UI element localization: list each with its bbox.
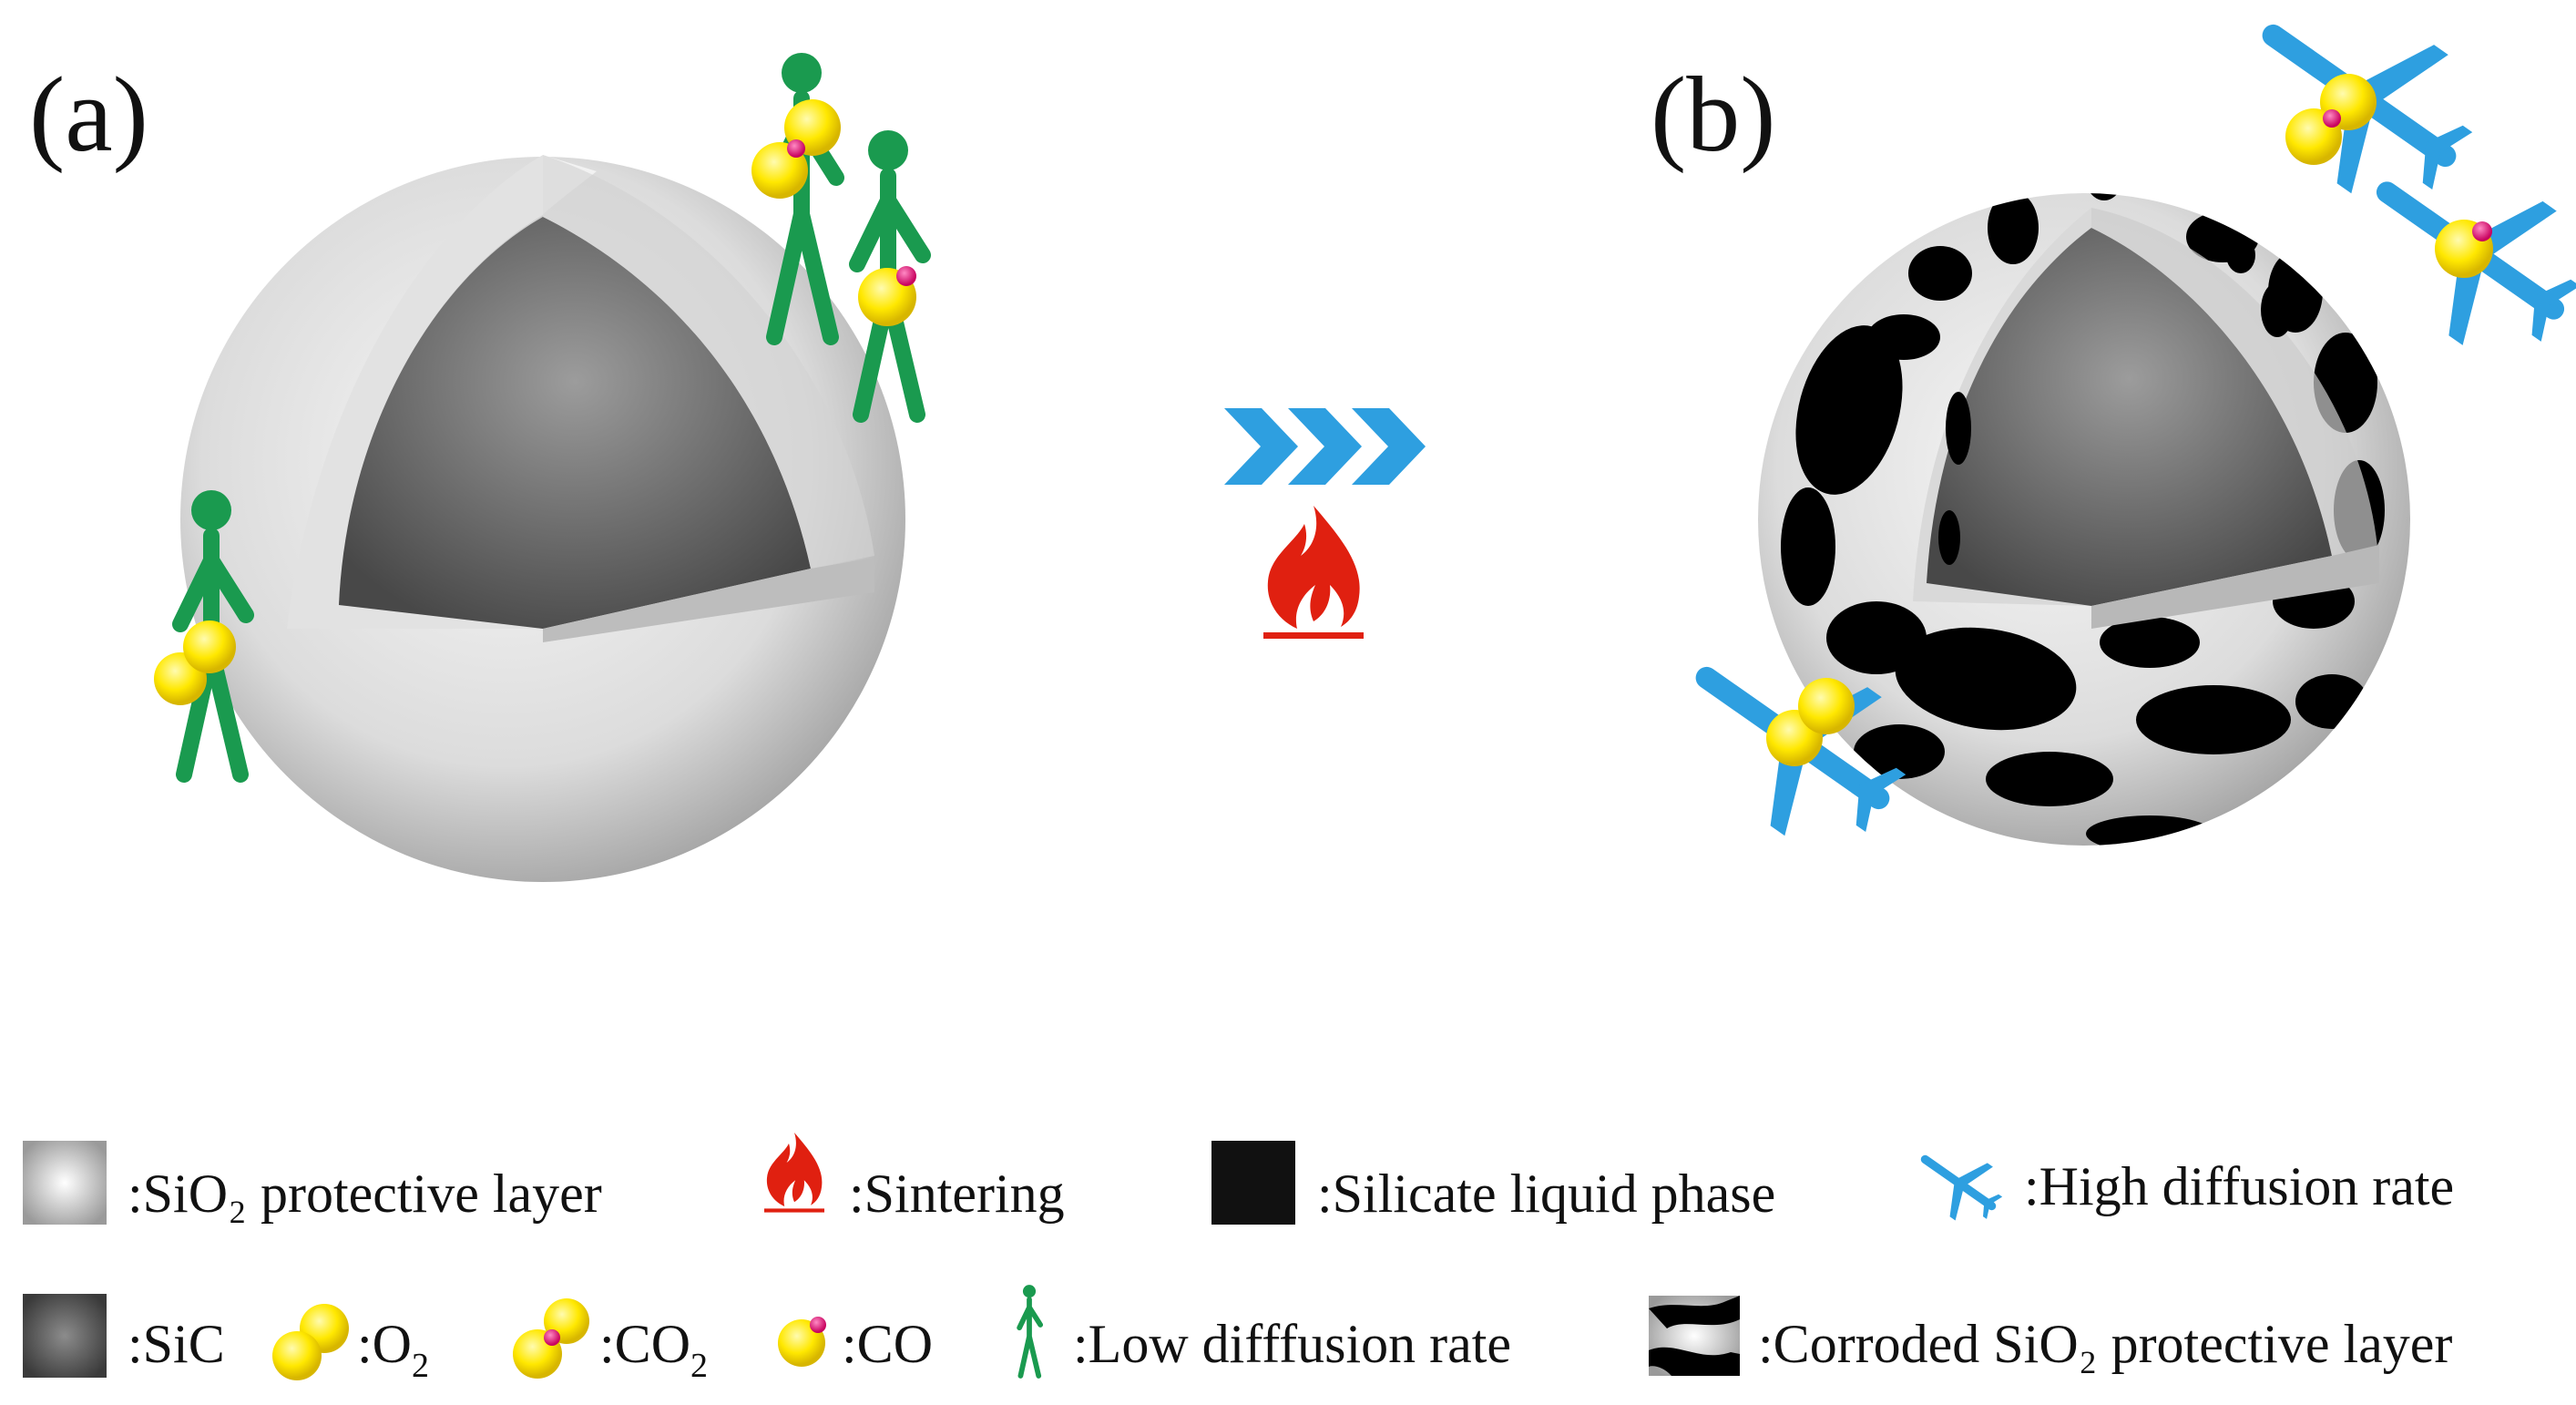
legend-sio2-label: :SiO₂ protective layer [128,1164,602,1224]
legend-o2-icon [272,1304,349,1380]
legend-low-diffusion-label: :Low difffusion rate [1073,1314,1511,1374]
legend-sic-label: :SiC [128,1314,225,1374]
legend-sintering-label: :Sintering [849,1164,1065,1224]
sphere-a [180,155,905,882]
sic-swatch-icon [23,1294,107,1378]
walker-o2-left [154,490,246,774]
sic-core-b [1927,228,2332,606]
walker-co2-top [751,53,841,337]
process-chevrons-icon [1224,408,1426,485]
legend-co-label: :CO [842,1314,933,1374]
legend-walker-icon [1019,1285,1040,1376]
legend-co2-icon [513,1298,589,1379]
panel-b-label: (b) [1651,55,1776,174]
legend-corroded-label: :Corroded SiO₂ protective layer [1758,1314,2452,1374]
sphere-b [1758,193,2410,846]
legend-co-icon [778,1317,826,1367]
sic-core-a [339,217,811,629]
walker-co-right [857,130,923,415]
sio2-layer-swatch-icon [23,1141,107,1225]
panel-a-label: (a) [29,55,148,174]
legend-high-diffusion-label: :High diffusion rate [2024,1156,2454,1216]
corroded-layer-swatch-icon [1649,1296,1740,1376]
legend-airplane-icon [1906,1133,2013,1235]
plane-o2-bottomleft [1658,609,1934,873]
legend: :SiO₂ protective layer :Sintering :Silic… [23,1133,2454,1385]
plane-co-right [2340,125,2576,381]
plane-o2-topright [2224,0,2500,231]
legend-co2-label: :CO2 [599,1314,708,1385]
black-square-swatch-icon [1211,1141,1295,1225]
legend-silicate-label: :Silicate liquid phase [1317,1164,1775,1224]
sintering-flame-icon [1263,506,1364,639]
legend-flame-icon [764,1133,824,1213]
legend-o2-label: :O2 [357,1314,429,1385]
